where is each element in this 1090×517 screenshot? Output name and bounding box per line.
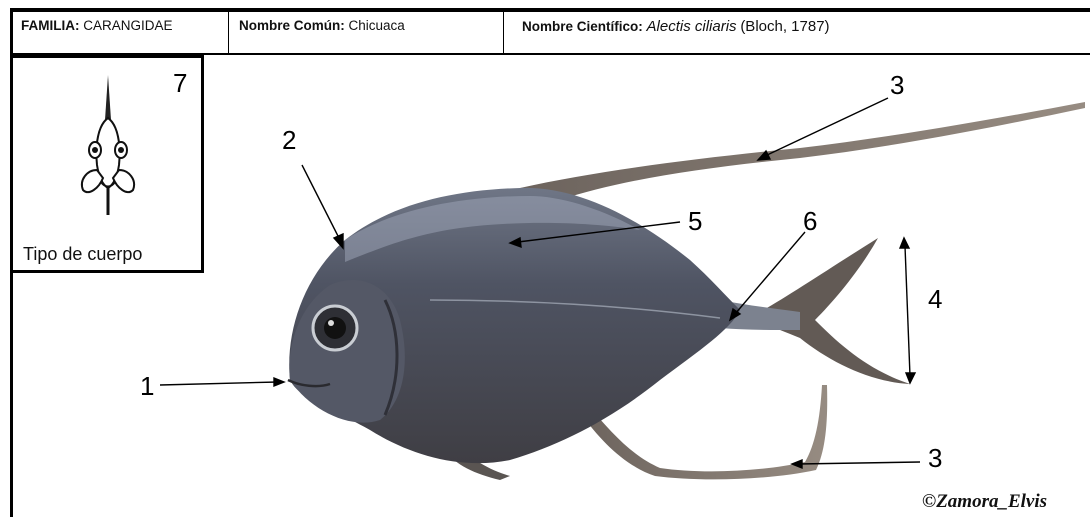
callout-arrows [160,98,920,468]
arrow-4-head-bottom [906,373,915,383]
fish-mouth [288,380,330,386]
species-header: FAMILIA: CARANGIDAE Nombre Común: Chicua… [10,8,1090,55]
scientific-name-label: Nombre Científico: [522,19,643,34]
eye-highlight [328,320,334,326]
label-5: 5 [688,208,702,234]
label-3-anal: 3 [928,445,942,471]
fish-pupil [324,317,346,339]
arrow-4-head-top [900,238,909,248]
common-name-cell: Nombre Común: Chicuaca [229,12,504,53]
arrow-3b [798,462,920,464]
photo-credit: ©Zamora_Elvis [922,491,1047,513]
arrow-4 [905,246,910,376]
arrow-2-head [334,234,343,248]
arrow-3a-head [758,151,770,160]
fish-body [289,188,740,463]
body-sheen [345,196,640,262]
arrow-6 [735,232,805,314]
arrow-1 [160,382,278,385]
caudal-fin [760,238,910,384]
body-type-caption: Tipo de cuerpo [23,244,142,265]
fish-eye [313,306,357,350]
pelvic-fin [445,440,510,480]
arrow-6-head [730,309,740,320]
label-4: 4 [928,286,942,312]
label-6: 6 [803,208,817,234]
family-value: CARANGIDAE [83,18,172,33]
arrow-5 [518,222,680,242]
body-type-box: 7 Tipo de cuerpo [13,55,204,273]
arrow-2 [302,165,340,240]
family-label: FAMILIA: [21,18,80,33]
scientific-author: (Bloch, 1787) [740,18,829,35]
body-type-number: 7 [173,68,187,99]
scientific-name-cell: Nombre Científico: Alectis ciliaris (Blo… [504,12,1090,53]
common-name-value: Chicuaca [349,18,405,33]
fish-head [289,280,404,423]
arrow-3a [765,98,888,156]
arrow-1-head [274,378,284,386]
lateral-line [430,300,720,318]
label-3-dorsal: 3 [890,72,904,98]
common-name-label: Nombre Común: [239,18,345,33]
anal-fin [582,385,827,479]
arrow-3b-head [792,460,802,468]
family-cell: FAMILIA: CARANGIDAE [13,12,229,53]
arrow-5-head [510,238,521,247]
dorsal-fin [520,102,1085,200]
label-1: 1 [140,373,154,399]
label-2: 2 [282,127,296,153]
operculum-line [385,300,397,415]
scientific-name-value: Alectis ciliaris [647,18,737,35]
body-type-icon [53,70,163,220]
caudal-peduncle [720,300,800,330]
